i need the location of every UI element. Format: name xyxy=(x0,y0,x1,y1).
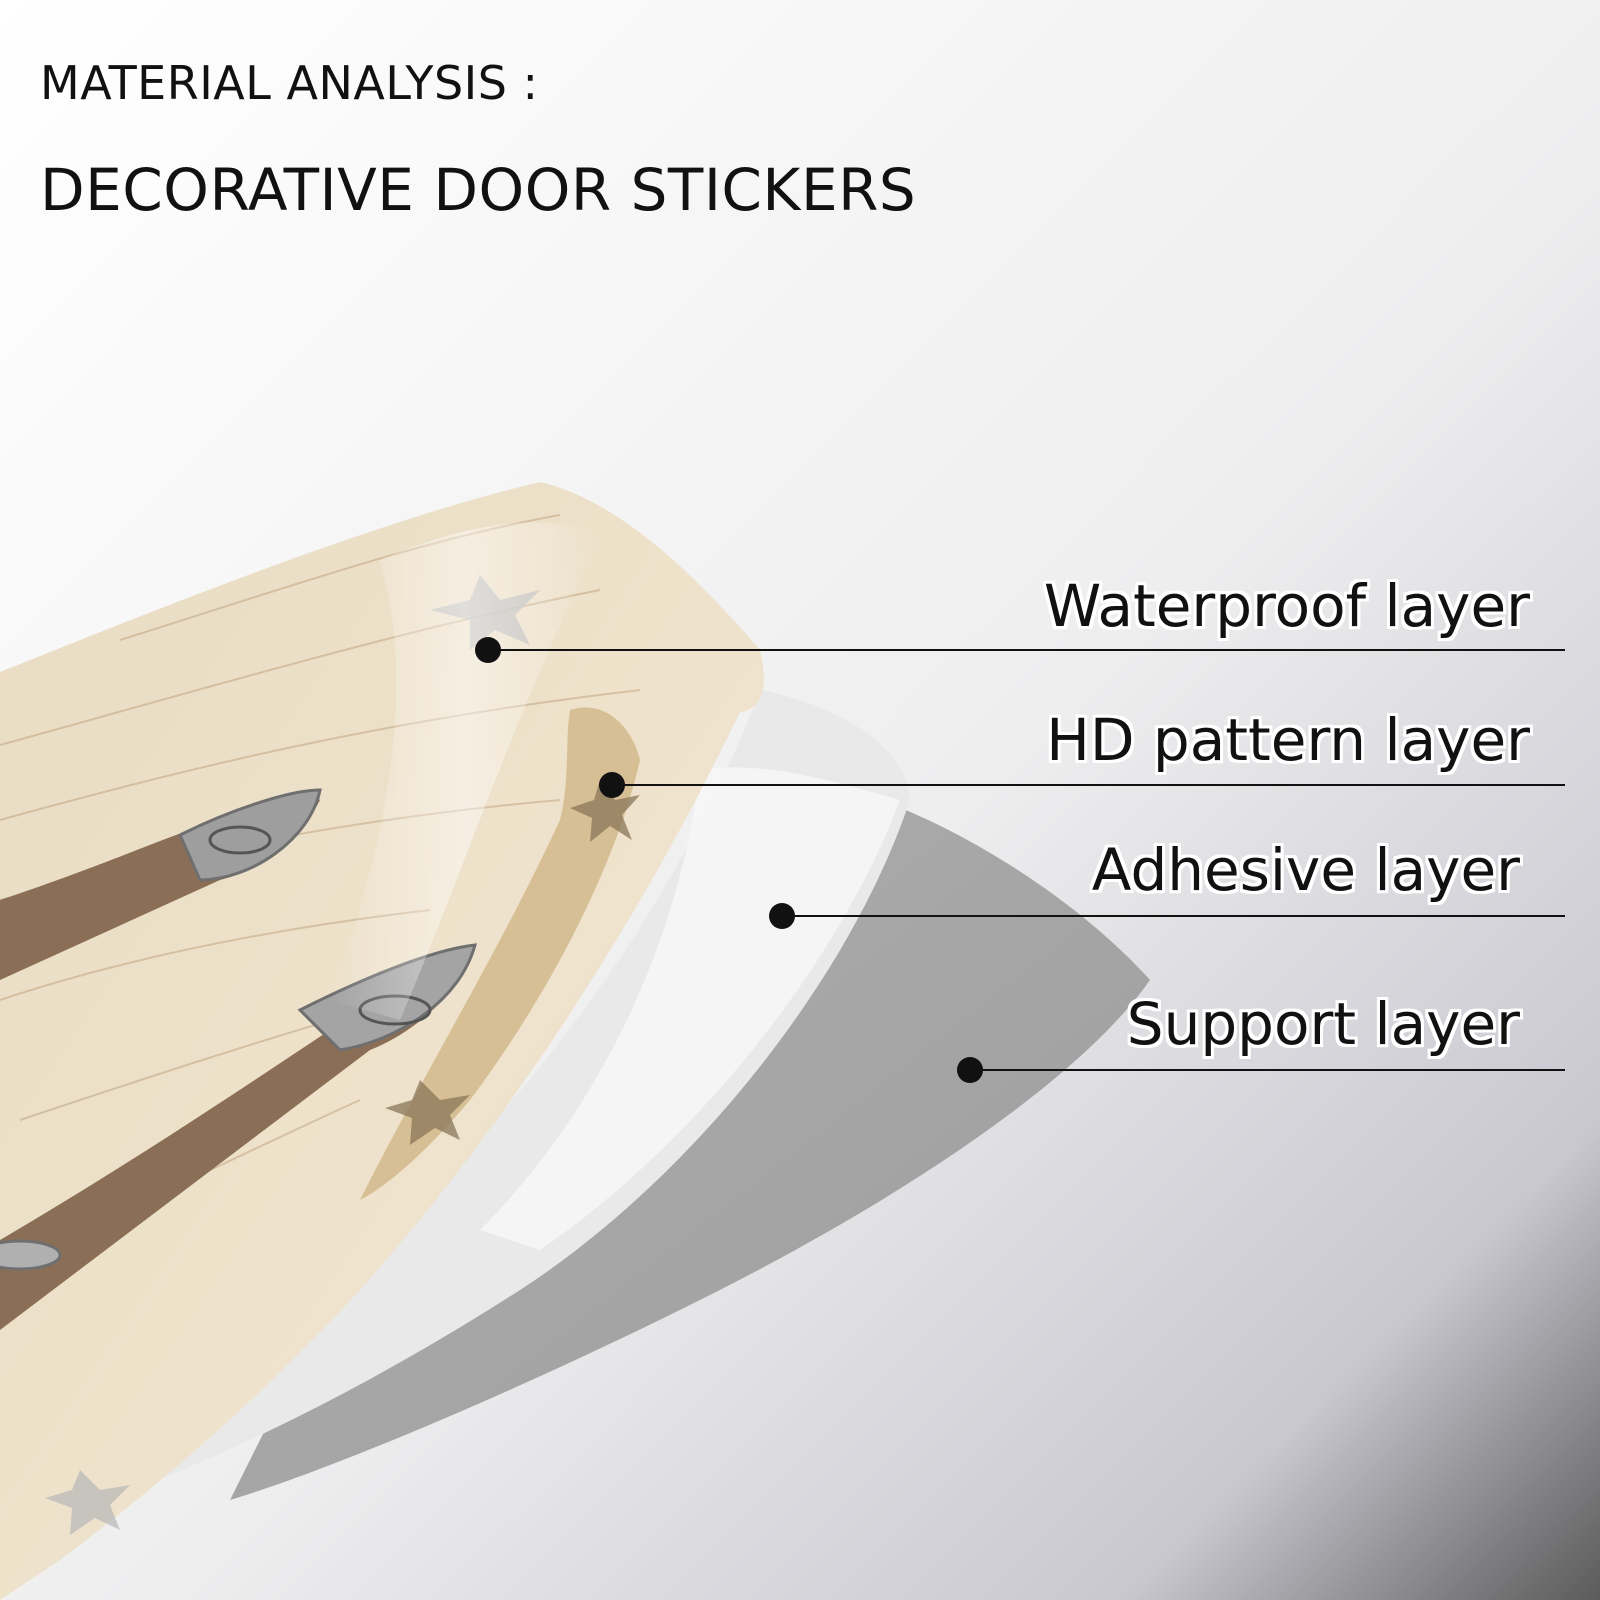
dot-adhesive xyxy=(769,903,795,929)
label-adhesive-layer: Adhesive layer xyxy=(1091,836,1520,904)
dot-support xyxy=(957,1057,983,1083)
leader-dots xyxy=(475,637,983,1083)
hd-pattern-curl xyxy=(360,707,640,1200)
dot-waterproof xyxy=(475,637,501,663)
heading-title: MATERIAL ANALYSIS : xyxy=(40,56,539,110)
dot-hd xyxy=(599,772,625,798)
waterproof-sheen xyxy=(330,522,600,1020)
label-waterproof-layer: Waterproof layer xyxy=(1043,572,1530,640)
adhesive-layer-highlight xyxy=(480,767,900,1250)
door-panel-upper xyxy=(0,788,322,980)
leader-lines xyxy=(488,649,1565,1071)
heading-subtitle: DECORATIVE DOOR STICKERS xyxy=(40,156,917,224)
label-support-layer: Support layer xyxy=(1126,990,1520,1058)
label-hd-pattern-layer: HD pattern layer xyxy=(1046,706,1530,774)
